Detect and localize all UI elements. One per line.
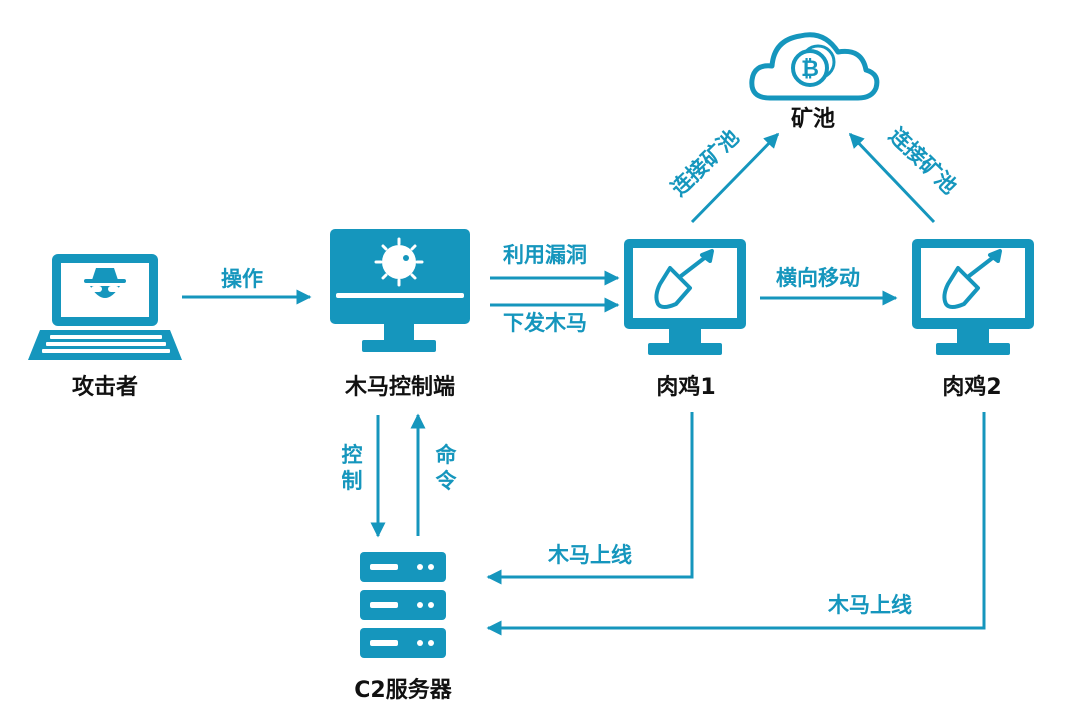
edge-label-connect-pool-2: 连接矿池 — [884, 123, 961, 199]
zombie1-label: 肉鸡1 — [656, 374, 715, 400]
monitor-virus-icon — [330, 229, 470, 352]
edge-connect-pool-2 — [848, 132, 936, 224]
edge-label-operate: 操作 — [221, 267, 263, 291]
edge-label-control: 控制 — [342, 443, 363, 493]
edge-trojan-online-2 — [486, 412, 986, 636]
edge-label-exploit: 利用漏洞 — [503, 243, 587, 267]
laptop-hacker-icon — [28, 254, 182, 360]
edge-label-connect-pool-1: 连接矿池 — [667, 125, 744, 201]
zombie2-label: 肉鸡2 — [942, 374, 1001, 400]
edge-connect-pool-1 — [690, 132, 780, 224]
server-rack-icon — [360, 552, 446, 658]
attacker-label: 攻击者 — [72, 374, 138, 400]
edge-label-lateral-move: 横向移动 — [776, 266, 860, 290]
trojan-controller-label: 木马控制端 — [344, 374, 455, 400]
edge-trojan-online-1 — [486, 412, 694, 585]
monitor-shovel-icon — [624, 239, 746, 355]
cloud-bitcoin-icon: ₿ — [749, 32, 880, 101]
edge-label-deliver-trojan: 下发木马 — [503, 311, 587, 335]
mining-pool-label: 矿池 — [791, 106, 835, 132]
edge-label-trojan-online-1: 木马上线 — [547, 543, 632, 567]
svg-text:₿: ₿ — [801, 57, 819, 82]
edge-label-trojan-online-2: 木马上线 — [827, 593, 912, 617]
monitor-shovel-icon — [912, 239, 1034, 355]
edge-label-command: 命令 — [436, 443, 458, 493]
c2-server-label: C2服务器 — [354, 678, 452, 703]
